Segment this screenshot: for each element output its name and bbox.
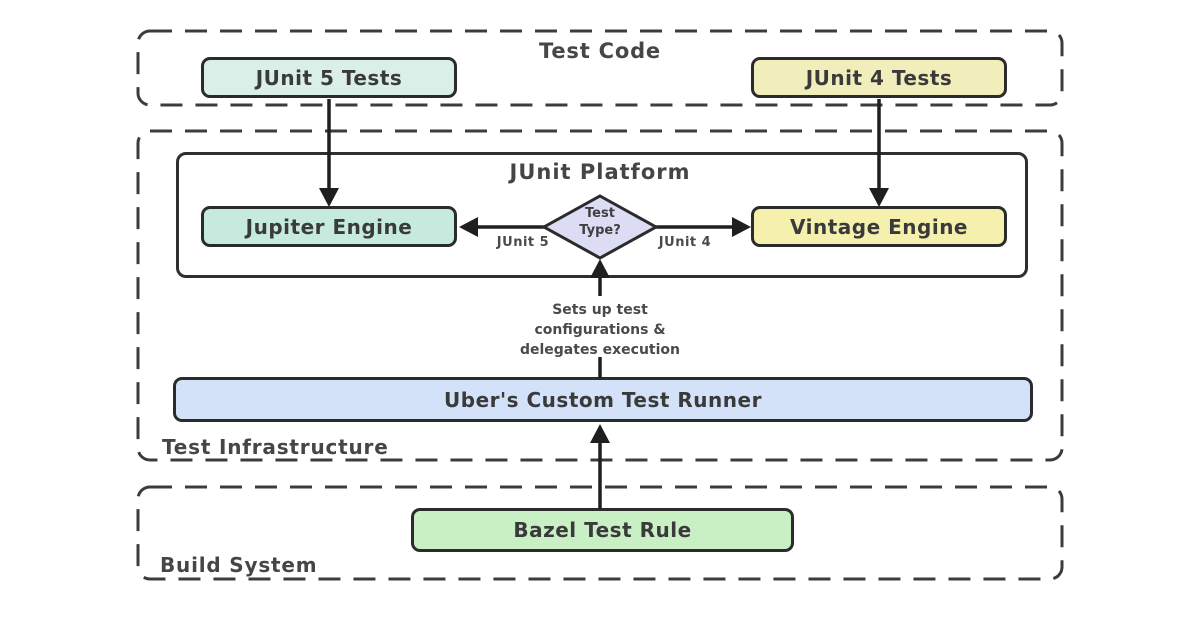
node-uber-custom-test-runner: Uber's Custom Test Runner xyxy=(173,377,1033,422)
edge-label-junit5-branch: JUnit 5 xyxy=(496,235,550,250)
runner-annotation: Sets up test configurations & delegates … xyxy=(500,300,700,360)
node-jupiter-engine: Jupiter Engine xyxy=(201,206,457,247)
node-jupiter-engine-label: Jupiter Engine xyxy=(245,214,413,239)
node-junit4-tests: JUnit 4 Tests xyxy=(751,57,1007,98)
node-vintage-engine: Vintage Engine xyxy=(751,206,1007,247)
node-junit5-tests-label: JUnit 5 Tests xyxy=(255,65,403,90)
test-code-group-border xyxy=(136,29,1064,107)
decision-diamond-label: Test Type? xyxy=(555,206,645,240)
node-junit5-tests: JUnit 5 Tests xyxy=(201,57,457,98)
node-uber-custom-test-runner-label: Uber's Custom Test Runner xyxy=(444,387,762,412)
annotation-line-1: Sets up test xyxy=(552,302,648,318)
build-system-group-label: Build System xyxy=(160,553,318,577)
edge-label-junit4-branch: JUnit 4 xyxy=(658,235,712,250)
decision-line-2: Type? xyxy=(579,222,621,238)
node-vintage-engine-label: Vintage Engine xyxy=(790,214,968,239)
test-code-group-label: Test Code xyxy=(539,39,661,63)
annotation-line-2: configurations & xyxy=(534,322,666,338)
node-bazel-test-rule: Bazel Test Rule xyxy=(411,508,794,552)
decision-line-1: Test xyxy=(585,206,615,221)
node-junit4-tests-label: JUnit 4 Tests xyxy=(805,65,953,90)
annotation-line-3: delegates execution xyxy=(519,342,681,358)
junit-platform-title: JUnit Platform xyxy=(509,160,691,184)
node-bazel-test-rule-label: Bazel Test Rule xyxy=(513,518,692,542)
build-system-group-border xyxy=(136,485,1064,581)
test-infrastructure-group-label: Test Infrastructure xyxy=(162,435,389,459)
